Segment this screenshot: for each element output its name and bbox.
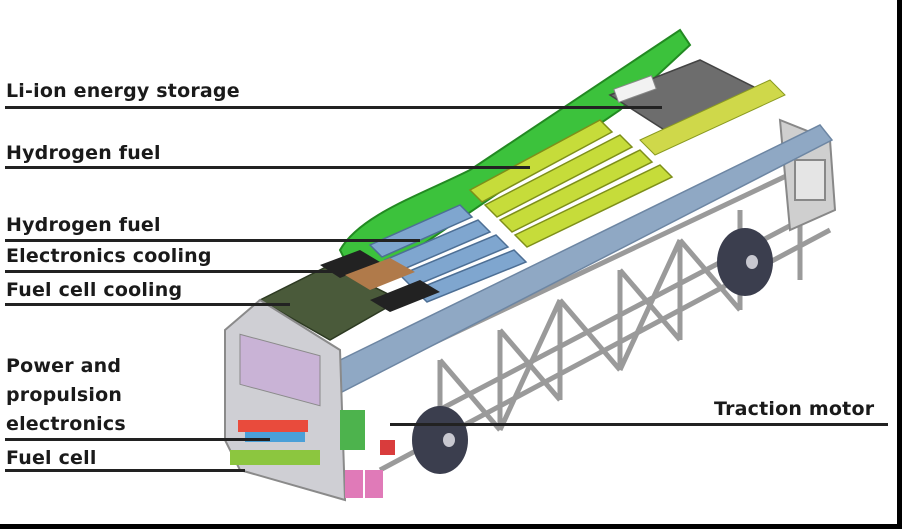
label-hydrogen-fuel-lower: Hydrogen fuel (6, 214, 161, 236)
leader-line-hydrogen-fuel-1 (5, 166, 530, 169)
label-fuel-cell: Fuel cell (6, 447, 97, 469)
label-power-propulsion-electronics: Power and propulsion electronics (6, 355, 126, 435)
label-li-ion-energy-storage: Li-ion energy storage (6, 80, 240, 102)
leader-line-traction-motor (390, 423, 888, 426)
leader-line-fuel-cell (5, 469, 245, 472)
rear-wheel (717, 228, 773, 296)
image-border-bottom (0, 524, 902, 529)
leader-line-electronics-cooling (5, 270, 340, 273)
leader-line-li-ion (5, 106, 662, 109)
front-body (224, 298, 395, 502)
label-hydrogen-fuel-upper: Hydrogen fuel (6, 142, 161, 164)
image-border-right (897, 0, 902, 529)
label-electronics-cooling: Electronics cooling (6, 245, 212, 267)
label-traction-motor: Traction motor (714, 398, 875, 420)
leader-line-fuel-cell-cooling (5, 303, 290, 306)
leader-line-power-propulsion (5, 438, 270, 441)
front-wheel (412, 406, 468, 474)
leader-line-hydrogen-fuel-2 (5, 239, 420, 242)
hydrogen-tanks-blue (368, 204, 528, 303)
label-fuel-cell-cooling: Fuel cell cooling (6, 279, 183, 301)
hydrogen-tanks-yellow (468, 119, 674, 248)
